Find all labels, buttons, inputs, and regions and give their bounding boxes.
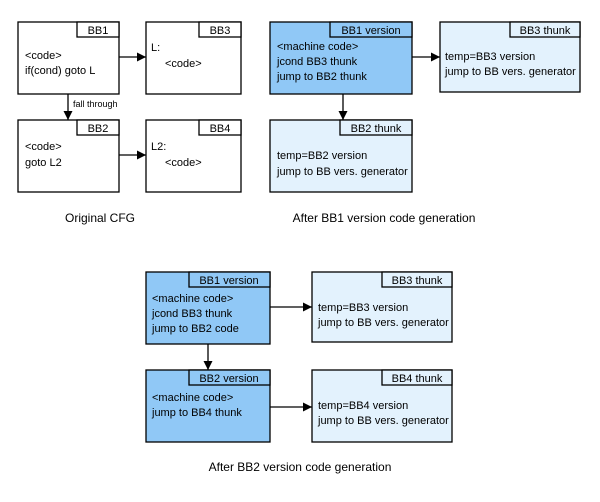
node-orig-bb2: BB2 <code> goto L2 — [17, 119, 120, 193]
node-s3-bb1-version-line-1: <machine code> — [152, 293, 233, 305]
node-s3-bb4-thunk-line-1: temp=BB4 version — [318, 400, 408, 412]
caption-original-cfg: Original CFG — [65, 211, 135, 225]
node-orig-bb4-line-2: <code> — [165, 157, 202, 169]
node-orig-bb3-line-1: L: — [151, 42, 160, 54]
node-s3-bb2-version: BB2 version <machine code> jump to BB4 t… — [145, 369, 271, 443]
node-s2-bb3-thunk-title: BB3 thunk — [520, 25, 571, 37]
node-orig-bb3-line-2: <code> — [165, 58, 202, 70]
node-orig-bb3-title: BB3 — [210, 25, 231, 37]
node-orig-bb2-line-2: goto L2 — [25, 157, 62, 169]
node-s2-bb2-thunk: BB2 thunk temp=BB2 version jump to BB ve… — [269, 119, 413, 193]
node-s2-bb1-version: BB1 version <machine code> jcond BB3 thu… — [269, 21, 413, 95]
node-orig-bb1-title: BB1 — [88, 25, 109, 37]
node-s2-bb2-thunk-line-2: jump to BB vers. generator — [276, 166, 408, 178]
node-s2-bb2-thunk-tab — [339, 119, 413, 136]
node-s2-bb1-version-line-1: <machine code> — [277, 41, 358, 53]
node-s3-bb4-thunk-line-2: jump to BB vers. generator — [317, 415, 449, 427]
node-s3-bb3-thunk-line-2: jump to BB vers. generator — [317, 317, 449, 329]
node-s2-bb1-version-tab — [329, 21, 413, 38]
node-s2-bb1-version-line-2: jcond BB3 thunk — [276, 56, 358, 68]
node-orig-bb1-line-1: <code> — [25, 50, 62, 62]
edge-fall-through-label: fall through — [73, 99, 118, 109]
node-s2-bb3-thunk-tab — [509, 21, 581, 38]
node-s3-bb4-thunk-tab — [381, 369, 453, 386]
node-s3-bb3-thunk-tab — [381, 271, 453, 288]
node-s3-bb2-version-line-2: jump to BB4 thunk — [151, 407, 242, 419]
node-s3-bb3-thunk-line-1: temp=BB3 version — [318, 302, 408, 314]
node-s3-bb3-thunk: BB3 thunk temp=BB3 version jump to BB ve… — [311, 271, 453, 343]
node-s3-bb1-version-tab — [188, 271, 271, 288]
node-orig-bb3-tab — [198, 21, 242, 38]
node-orig-bb1: BB1 <code> if(cond) goto L — [17, 21, 120, 95]
node-orig-bb2-tab — [76, 119, 120, 136]
node-s3-bb1-version: BB1 version <machine code> jcond BB3 thu… — [145, 271, 271, 345]
node-orig-bb1-tab — [76, 21, 120, 38]
node-s3-bb2-version-line-1: <machine code> — [152, 392, 233, 404]
node-orig-bb4-line-1: L2: — [151, 141, 166, 153]
node-s3-bb1-version-line-2: jcond BB3 thunk — [151, 308, 233, 320]
node-s3-bb2-version-title: BB2 version — [199, 373, 258, 385]
node-s2-bb3-thunk: BB3 thunk temp=BB3 version jump to BB ve… — [439, 21, 581, 93]
caption-after-bb2: After BB2 version code generation — [209, 460, 392, 474]
node-s3-bb1-version-line-3: jump to BB2 code — [151, 323, 239, 335]
node-orig-bb3: BB3 L: <code> — [145, 21, 242, 95]
node-s2-bb3-thunk-line-2: jump to BB vers. generator — [444, 66, 576, 78]
node-orig-bb2-title: BB2 — [88, 123, 109, 135]
node-s2-bb3-thunk-line-1: temp=BB3 version — [445, 51, 535, 63]
caption-after-bb1: After BB1 version code generation — [293, 211, 476, 225]
node-s3-bb3-thunk-title: BB3 thunk — [392, 275, 443, 287]
node-s2-bb1-version-title: BB1 version — [341, 25, 400, 37]
node-s2-bb1-version-line-3: jump to BB2 thunk — [276, 71, 367, 83]
node-orig-bb2-line-1: <code> — [25, 141, 62, 153]
node-s3-bb2-version-tab — [188, 369, 271, 386]
node-s2-bb2-thunk-title: BB2 thunk — [351, 123, 402, 135]
node-orig-bb4-title: BB4 — [210, 123, 231, 135]
node-s3-bb4-thunk: BB4 thunk temp=BB4 version jump to BB ve… — [311, 369, 453, 443]
node-s3-bb4-thunk-title: BB4 thunk — [392, 373, 443, 385]
node-orig-bb4-tab — [198, 119, 242, 136]
node-s3-bb1-version-title: BB1 version — [199, 275, 258, 287]
node-s2-bb2-thunk-line-1: temp=BB2 version — [277, 150, 367, 162]
node-orig-bb1-line-2: if(cond) goto L — [25, 65, 95, 77]
node-orig-bb4: BB4 L2: <code> — [145, 119, 242, 193]
